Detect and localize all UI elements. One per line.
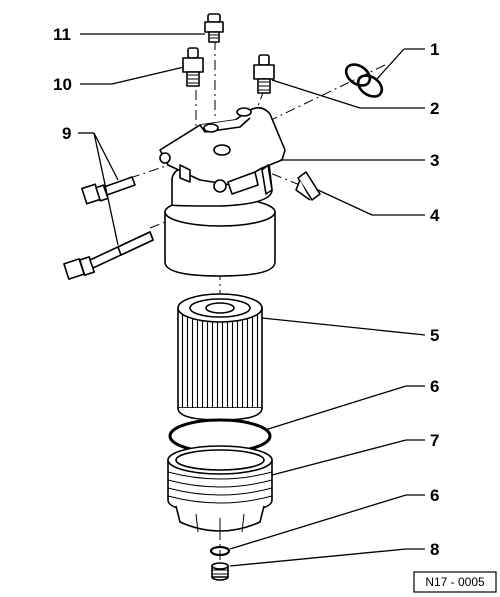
figure-reference: N17 - 0005	[413, 571, 497, 593]
callout-labels: 1 2 3 4 5 6 7 6 8 9 10 11	[53, 25, 440, 559]
leader-7b	[271, 439, 407, 476]
bolt-long	[63, 231, 154, 280]
callout-8: 8	[430, 540, 439, 559]
sender-part-2	[253, 54, 275, 94]
filter-cap-part-7	[167, 445, 273, 538]
leader-9b	[93, 132, 119, 246]
callout-2: 2	[430, 99, 439, 118]
callout-6-upper: 6	[430, 377, 439, 396]
leader-6ab	[264, 385, 407, 431]
callout-10: 10	[53, 75, 72, 94]
bolts-part-9	[63, 176, 154, 280]
callout-5: 5	[430, 326, 439, 345]
callout-4: 4	[430, 206, 440, 225]
leader-2b	[271, 79, 361, 109]
callout-1: 1	[430, 40, 439, 59]
leader-8b	[229, 548, 407, 567]
clip-part-4	[295, 171, 321, 201]
drain-plug-part-8	[211, 562, 229, 581]
callout-6-lower: 6	[430, 486, 439, 505]
leader-1b	[375, 48, 405, 81]
callout-11: 11	[53, 25, 71, 44]
callout-9: 9	[62, 124, 71, 143]
leader-4b	[317, 189, 373, 216]
bolt-short	[81, 176, 136, 205]
callout-7: 7	[430, 431, 439, 450]
leader-9a	[93, 132, 119, 181]
figure-reference-label: N17 - 0005	[425, 575, 485, 589]
leader-5	[261, 317, 426, 336]
seal-ring-part-6-lower	[209, 545, 231, 557]
filter-housing-part-3	[159, 106, 286, 277]
filter-element-part-5	[177, 293, 263, 421]
sender-part-11	[204, 13, 224, 43]
leader-lines	[78, 33, 426, 567]
sender-part-10	[182, 47, 204, 87]
seal-rings-part-1	[344, 63, 384, 98]
leader-6bb	[229, 494, 407, 550]
leader-10b	[111, 66, 185, 85]
callout-3: 3	[430, 151, 439, 170]
